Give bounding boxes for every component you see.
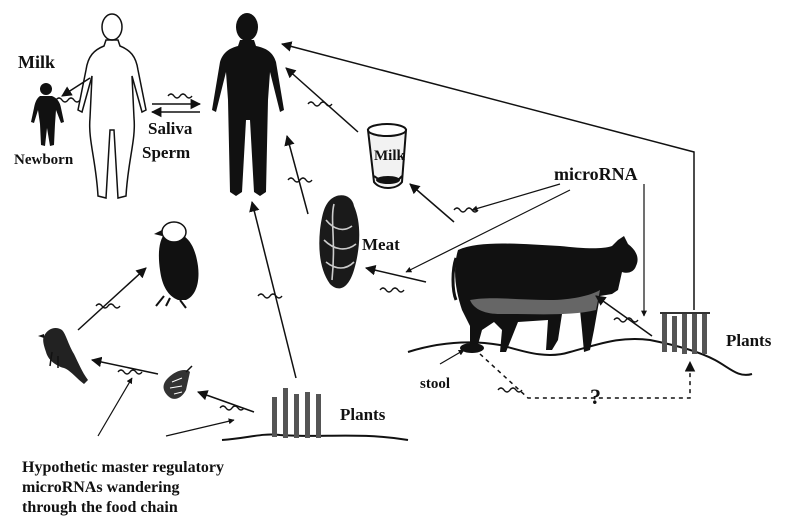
label-milk-human: Milk — [18, 52, 55, 72]
label-plants-bottom: Plants — [340, 405, 386, 424]
arrow-butterfly-to-bird — [92, 360, 158, 374]
meat-icon — [319, 195, 359, 288]
arrow-bird-to-eagle — [78, 268, 146, 330]
caption-line-1: Hypothetic master regulatory — [22, 459, 224, 476]
arrow-cow-to-milkglass — [410, 184, 454, 222]
cow-icon — [453, 236, 638, 352]
arrow-milkglass-to-human — [286, 68, 358, 132]
label-milk-glass: Milk — [374, 148, 405, 164]
arrow-exchange-human — [152, 104, 200, 112]
arrow-cow-to-meat — [366, 268, 426, 282]
arrow-stool-pointer — [440, 350, 464, 364]
ground-line-right — [408, 339, 752, 375]
arrow-milk-to-newborn — [62, 78, 90, 96]
caption-line-2: microRNAs wandering — [22, 479, 179, 496]
stool-icon — [460, 343, 484, 353]
label-microrna: microRNA — [554, 164, 638, 184]
label-sperm: Sperm — [142, 143, 190, 162]
label-saliva: Saliva — [148, 119, 193, 138]
songbird-icon — [38, 328, 88, 384]
adult-human-icon — [212, 13, 284, 196]
arrow-meat-to-human — [287, 136, 308, 214]
label-meat: Meat — [362, 235, 400, 254]
plants-right-icon — [660, 312, 710, 354]
butterfly-icon — [164, 366, 193, 399]
arrow-stool-to-plants-dashed — [480, 354, 690, 398]
ground-line-bottom — [222, 435, 408, 440]
arrow-plants-bottom-to-human — [252, 202, 296, 378]
label-question: ? — [590, 384, 601, 409]
label-newborn: Newborn — [14, 152, 74, 168]
plants-bottom-icon — [272, 388, 321, 438]
eagle-icon — [154, 222, 199, 308]
woman-outline-icon — [78, 14, 146, 198]
label-plants-right: Plants — [726, 331, 772, 350]
label-stool: stool — [420, 376, 450, 392]
caption-line-3: through the food chain — [22, 499, 178, 516]
newborn-icon — [31, 83, 64, 146]
